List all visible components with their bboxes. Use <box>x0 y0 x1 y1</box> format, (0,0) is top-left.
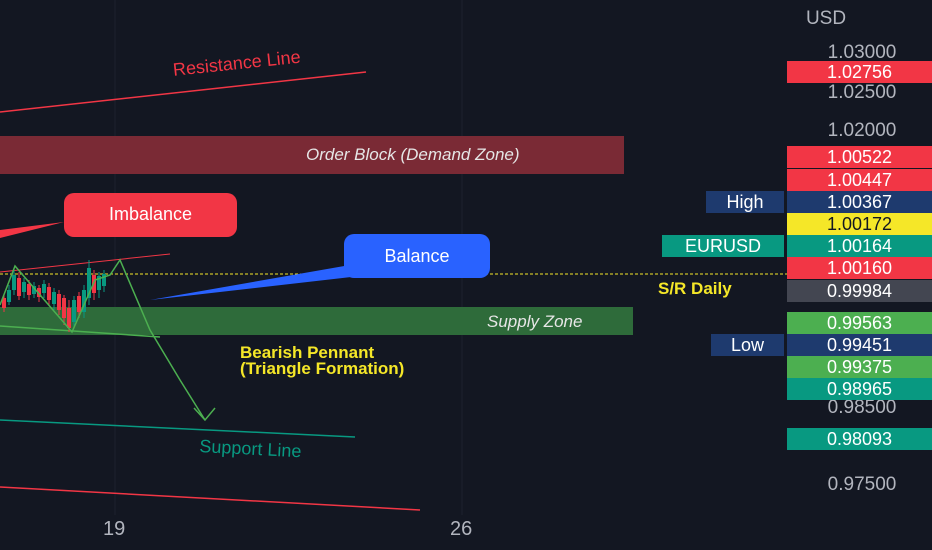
name-tag-low[interactable]: Low <box>711 334 784 356</box>
arrow-head <box>193 407 216 422</box>
price-axis-label: 1.02000 <box>827 120 897 141</box>
price-tag-sr-daily[interactable]: 0.99984 <box>787 280 932 302</box>
pennant-upper-line <box>0 253 171 273</box>
price-tag-support[interactable]: 0.98093 <box>787 428 932 450</box>
price-tag-green-low[interactable]: 0.98965 <box>787 378 932 400</box>
price-tag-order-block-bottom[interactable]: 1.00447 <box>787 169 932 191</box>
order-block-zone <box>0 136 624 174</box>
price-tag-resistance[interactable]: 1.02756 <box>787 61 932 83</box>
resistance-line[interactable] <box>0 71 367 113</box>
name-tag-high[interactable]: High <box>706 191 784 213</box>
lower-trend-line[interactable] <box>0 486 421 511</box>
currency-label: USD <box>805 8 847 29</box>
pennant-path <box>0 258 206 421</box>
imbalance-pointer <box>0 222 64 238</box>
price-axis-label: 1.03000 <box>827 42 897 63</box>
price-axis-label: 1.02500 <box>827 82 897 103</box>
date-label: 19 <box>103 518 126 540</box>
supply-zone-label[interactable]: Supply Zone <box>487 312 583 331</box>
order-block-label[interactable]: Order Block (Demand Zone) <box>306 145 520 164</box>
sr-daily-label[interactable]: S/R Daily <box>658 279 732 298</box>
pennant-label-line1[interactable]: Bearish Pennant <box>240 343 375 362</box>
price-tag-low[interactable]: 0.99451 <box>787 334 932 356</box>
price-axis-label: 0.97500 <box>827 474 897 495</box>
balance-callout[interactable]: Balance <box>344 234 490 278</box>
price-tag-green-mid[interactable]: 0.99375 <box>787 356 932 378</box>
price-tag-supply-top[interactable]: 0.99563 <box>787 312 932 334</box>
name-tag-eurusd[interactable]: EURUSD <box>662 235 784 257</box>
price-tag-order-block-top[interactable]: 1.00522 <box>787 146 932 168</box>
support-line[interactable] <box>0 419 356 438</box>
date-label: 26 <box>450 518 473 540</box>
price-axis-label: 0.98500 <box>827 397 897 418</box>
pennant-label-line2[interactable]: (Triangle Formation) <box>240 359 405 378</box>
price-tag-eurusd[interactable]: 1.00164 <box>787 235 932 257</box>
pennant-lower-line <box>0 325 161 338</box>
price-tag-current[interactable]: 1.00160 <box>787 257 932 279</box>
price-tag-yellow[interactable]: 1.00172 <box>787 213 932 235</box>
supply-zone <box>0 307 633 335</box>
imbalance-callout[interactable]: Imbalance <box>64 193 237 237</box>
balance-pointer <box>150 265 360 300</box>
price-tag-high[interactable]: 1.00367 <box>787 191 932 213</box>
